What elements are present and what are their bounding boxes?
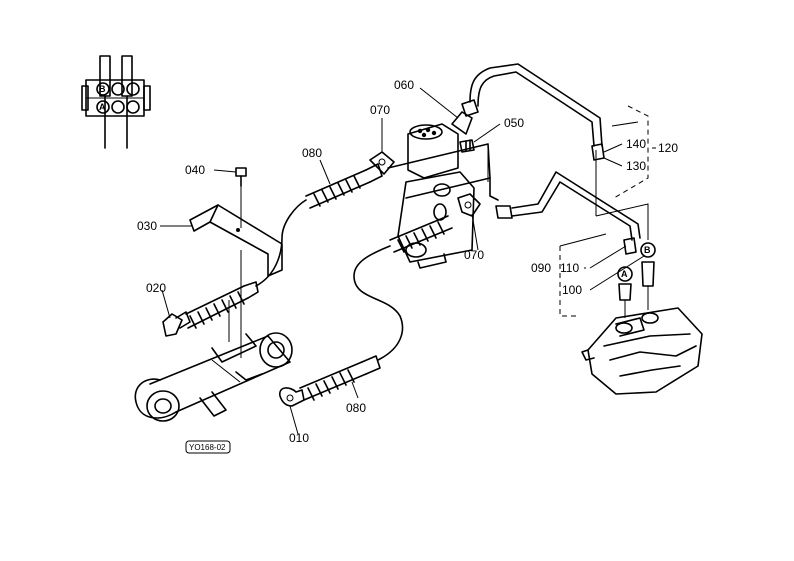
fitting-070-lower — [457, 193, 481, 217]
drawing-code: YO168-02 — [189, 443, 226, 452]
pipe-middle — [489, 171, 641, 255]
icon-port-a: A — [99, 102, 106, 112]
port-mark-b: B — [644, 245, 651, 255]
port-fitting-a: A — [617, 266, 633, 318]
callout-120: 120 — [658, 141, 678, 155]
callout-050: 050 — [504, 116, 524, 130]
fitting-010 — [279, 387, 305, 407]
callout-060: 060 — [394, 78, 414, 92]
elbow-fitting-020 — [162, 311, 191, 337]
hydraulic-cylinder — [134, 332, 293, 422]
callout-100: 100 — [562, 283, 582, 297]
drawing-code-stamp: YO168-02 — [185, 440, 231, 454]
callout-130: 130 — [626, 159, 646, 173]
hose-left-upper — [185, 163, 383, 329]
control-valve-block — [387, 123, 491, 269]
callout-020: 020 — [146, 281, 166, 295]
callout-080-upper: 080 — [302, 146, 322, 160]
callout-010: 010 — [289, 431, 309, 445]
main-valve-body — [581, 307, 703, 395]
callout-140: 140 — [626, 137, 646, 151]
valve-position-icon: B A — [81, 55, 151, 149]
callout-110: 110 — [560, 261, 579, 275]
port-mark-a: A — [621, 269, 628, 279]
pipe-upper — [469, 63, 605, 161]
fitting-070-upper — [369, 151, 395, 175]
bracket-assembly — [189, 167, 283, 358]
callout-030: 030 — [137, 219, 157, 233]
callout-070-upper: 070 — [370, 103, 390, 117]
callout-090: 090 — [531, 261, 551, 275]
callout-070-lower: 070 — [464, 248, 484, 262]
callout-040: 040 — [185, 163, 205, 177]
port-fitting-b: B — [640, 242, 656, 310]
callout-080-lower: 080 — [346, 401, 366, 415]
fitting-050 — [459, 139, 475, 153]
leader-lines — [160, 87, 656, 435]
icon-port-b: B — [99, 84, 106, 94]
hose-lower — [299, 215, 453, 401]
reference-outline — [559, 105, 649, 317]
elbow-060 — [451, 99, 479, 135]
